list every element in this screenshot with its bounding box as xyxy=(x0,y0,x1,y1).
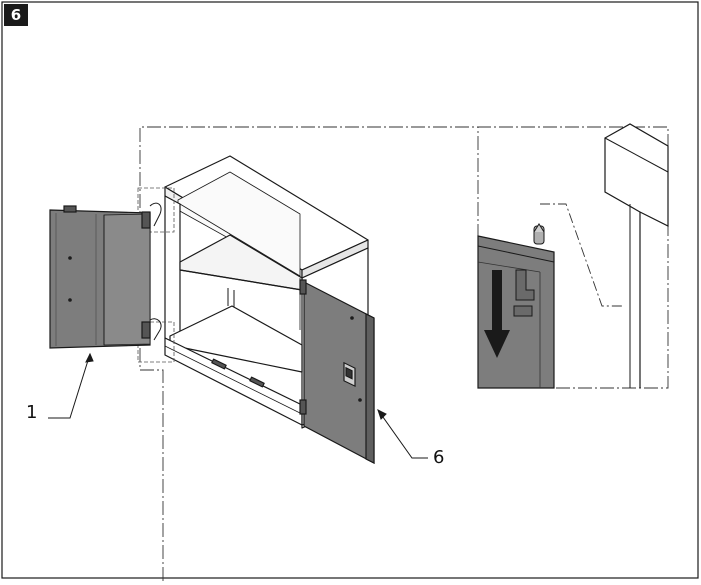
cabinet-body xyxy=(164,155,369,429)
left-door xyxy=(49,202,162,349)
callout-label-1: 1 xyxy=(26,402,38,423)
step-number-badge: 6 xyxy=(4,4,28,26)
callout-leaders xyxy=(48,352,428,459)
callout-label-6: 6 xyxy=(433,447,445,468)
right-door xyxy=(299,279,375,464)
detail-inset xyxy=(477,123,669,389)
down-arrow-icon xyxy=(484,270,510,358)
